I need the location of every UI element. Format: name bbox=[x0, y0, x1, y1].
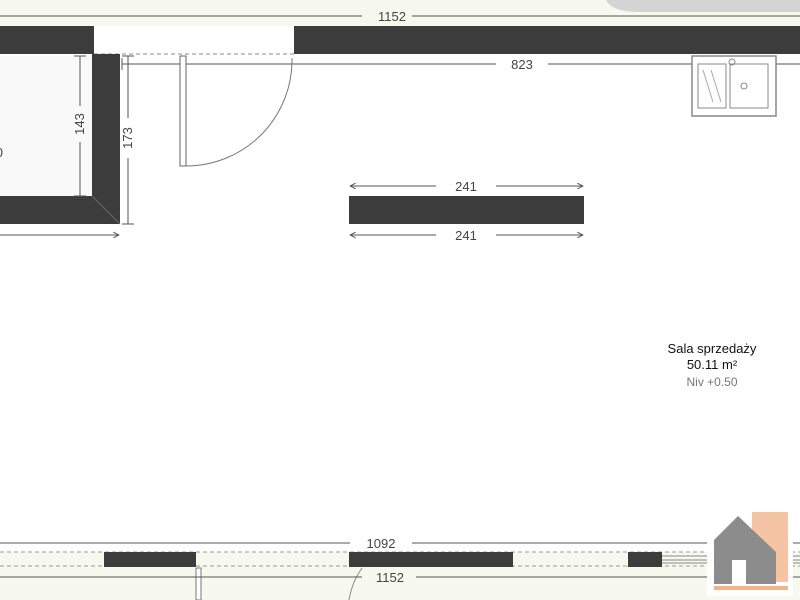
dimension-bottom-inner-label: 1092 bbox=[367, 536, 396, 551]
top-tab bbox=[606, 0, 800, 12]
room-floor bbox=[0, 54, 800, 552]
sink-icon bbox=[691, 55, 777, 117]
room-label: Sala sprzedaży 50.11 m² Niv +0.50 bbox=[668, 341, 757, 389]
door-swing bbox=[179, 55, 293, 167]
dimension-vertical-outer: 173 bbox=[120, 55, 135, 225]
dimension-top-inner-label: 823 bbox=[511, 57, 533, 72]
dimension-partition-bottom: 241 bbox=[350, 228, 583, 243]
dimension-top-overall-label: 1152 bbox=[378, 9, 406, 24]
dimension-top-overall: 1152 bbox=[0, 9, 800, 24]
bottom-wall bbox=[0, 551, 800, 567]
dimension-vertical-inner-label: 143 bbox=[72, 113, 87, 135]
dimension-bottom-overall: 1152 bbox=[0, 570, 800, 585]
center-partition-wall bbox=[349, 196, 584, 224]
top-wall bbox=[0, 26, 800, 55]
dimension-bottom-overall-label: 1152 bbox=[376, 570, 404, 585]
door-opening bbox=[94, 26, 294, 54]
dimension-partition-top: 241 bbox=[350, 179, 583, 194]
dimension-vertical-inner: 143 bbox=[72, 55, 87, 197]
left-partition-wall bbox=[0, 54, 121, 225]
bottom-door-swing bbox=[195, 567, 363, 600]
room-name: Sala sprzedaży bbox=[668, 341, 757, 356]
dimension-vertical-outer-label: 173 bbox=[120, 127, 135, 149]
room-area: 50.11 m² bbox=[687, 357, 738, 372]
house-logo-icon bbox=[707, 510, 793, 596]
dimension-partition-top-label: 241 bbox=[455, 179, 477, 194]
left-cut-label: 0 bbox=[0, 145, 3, 160]
dimension-partition-bottom-label: 241 bbox=[455, 228, 477, 243]
room-level: Niv +0.50 bbox=[686, 375, 737, 389]
corridor-floor bbox=[0, 56, 92, 196]
